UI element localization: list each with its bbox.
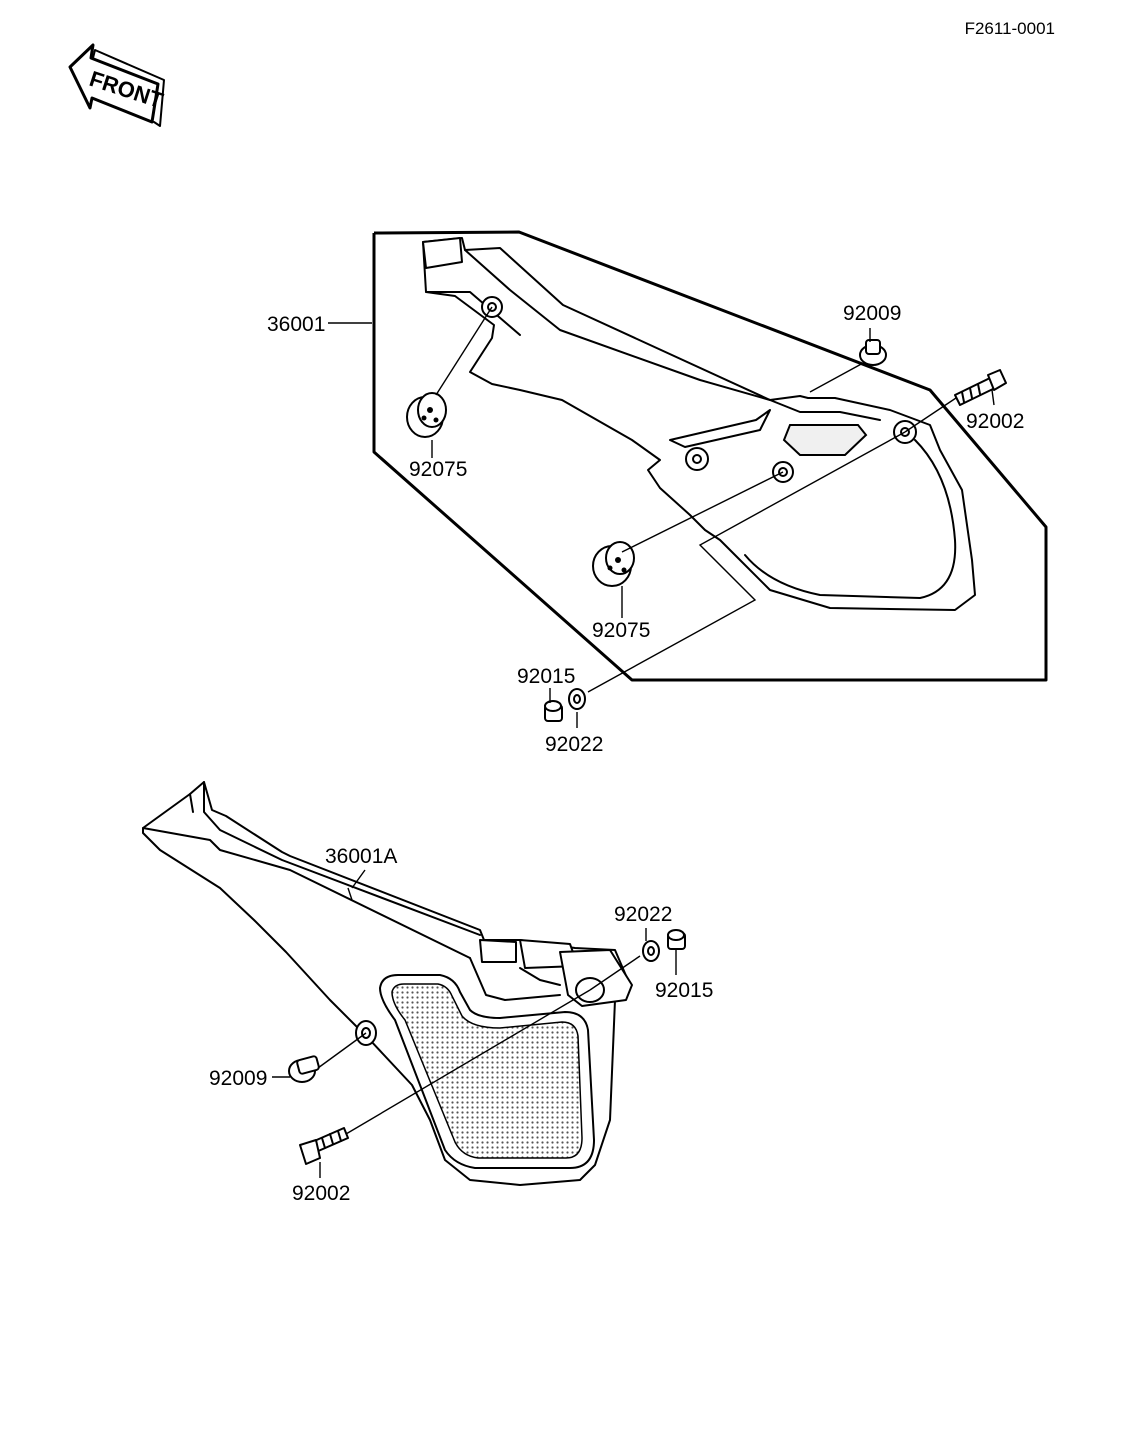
detail-frame (372, 230, 1048, 682)
label-92009-upper: 92009 (843, 302, 901, 325)
label-36001A: 36001A (325, 845, 397, 868)
lower-leader-lines (272, 869, 677, 1178)
label-36001: 36001 (267, 313, 325, 336)
label-92015-upper: 92015 (517, 665, 575, 688)
washer-92022-lower-icon (642, 940, 660, 962)
upper-leader-lines (328, 306, 995, 728)
label-92002-lower: 92002 (292, 1182, 350, 1205)
screw-92009-upper-icon (859, 339, 887, 366)
bolt-92002-lower-icon (299, 1127, 349, 1165)
washer-92022-upper-icon (568, 688, 586, 710)
label-92022-upper: 92022 (545, 733, 603, 756)
screw-92009-lower-icon (288, 1055, 320, 1083)
side-cover-inner-36001 (422, 237, 976, 611)
label-92075-upper: 92075 (409, 458, 467, 481)
nut-92015-lower-icon (667, 929, 686, 950)
label-92015-lower: 92015 (655, 979, 713, 1002)
label-92002-upper: 92002 (966, 410, 1024, 433)
grommet-92075-upper-icon (406, 392, 447, 438)
side-cover-36001A (142, 781, 633, 1186)
bolt-92002-upper-icon (954, 369, 1007, 406)
nut-92015-upper-icon (544, 700, 563, 722)
label-92075-lower: 92075 (592, 619, 650, 642)
label-92022-lower: 92022 (614, 903, 672, 926)
front-arrow-icon: FRONT (68, 43, 167, 127)
label-92009-lower: 92009 (209, 1067, 267, 1090)
diagram-code: F2611-0001 (965, 19, 1055, 38)
